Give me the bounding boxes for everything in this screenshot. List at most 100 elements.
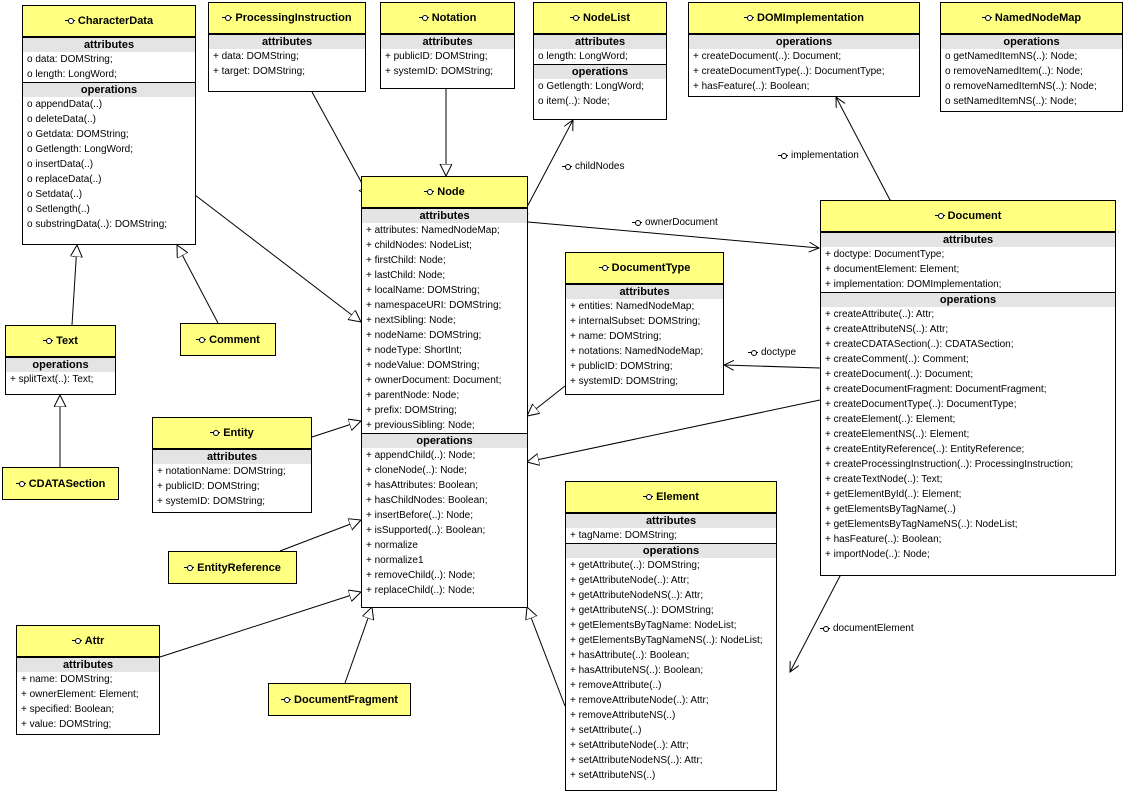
class-notation[interactable]: Notation attributes+ publicID: DOMString;… <box>380 2 515 89</box>
class-header: Entity <box>153 418 311 449</box>
class-icon <box>210 429 221 437</box>
class-icon <box>981 14 992 22</box>
operation-item: + getElementsByTagName(..) <box>825 504 956 515</box>
class-name: DocumentFragment <box>294 693 398 706</box>
attribute-item: + nodeType: ShortInt; <box>366 345 462 356</box>
association-icon <box>778 152 788 160</box>
gen-entityref-node <box>279 520 361 552</box>
class-icon <box>598 264 609 272</box>
attribute-item: + childNodes: NodeList; <box>366 240 472 251</box>
attribute-item: + internalSubset: DOMString; <box>570 316 701 327</box>
operation-item: o removeNamedItemNS(..): Node; <box>945 81 1097 92</box>
attribute-item: + notations: NamedNodeMap; <box>570 346 704 357</box>
operation-item: + createAttribute(..): Attr; <box>825 309 935 320</box>
operation-item: + createAttributeNS(..): Attr; <box>825 324 949 335</box>
attribute-item: + localName: DOMString; <box>366 285 480 296</box>
attribute-item: o data: DOMString; <box>27 54 113 65</box>
operations-section-title: operations <box>6 358 115 372</box>
label-doctype: doctype <box>748 347 796 358</box>
class-name: Node <box>437 186 465 198</box>
attribute-item: + previousSibling: Node; <box>366 420 475 431</box>
operation-item: + getAttributeNS(..): DOMString; <box>570 605 714 616</box>
class-documentfragment[interactable]: DocumentFragment <box>268 683 411 716</box>
operation-item: + createDocumentFragment: DocumentFragme… <box>825 384 1047 395</box>
operation-item: + createTextNode(..): Text; <box>825 474 943 485</box>
class-name: Element <box>656 491 699 503</box>
label-implementation: implementation <box>778 150 859 161</box>
operation-item: + createProcessingInstruction(..): Proce… <box>825 459 1074 470</box>
operation-item: + normalize1 <box>366 555 424 566</box>
operation-item: + appendChild(..): Node; <box>366 450 476 461</box>
class-icon <box>71 637 82 645</box>
gen-docfragment-node <box>344 607 372 684</box>
attribute-item: + notationName: DOMString; <box>157 466 286 477</box>
operation-item: o Setdata(..) <box>27 189 83 200</box>
label-documentelement: documentElement <box>820 623 914 634</box>
class-icon <box>643 493 654 501</box>
association-icon <box>632 219 642 227</box>
class-header: NodeList <box>534 3 666 34</box>
attribute-item: + publicID: DOMString; <box>570 361 673 372</box>
operation-item: o Getlength: LongWord; <box>538 81 644 92</box>
class-entityreference[interactable]: EntityReference <box>168 551 297 584</box>
operations-section: operations+ getAttribute(..): DOMString;… <box>566 543 776 783</box>
attribute-item: o length: LongWord; <box>27 69 117 80</box>
association-icon <box>820 625 830 633</box>
association-icon <box>748 349 758 357</box>
operation-item: o replaceData(..) <box>27 174 102 185</box>
operation-item: + setAttributeNodeNS(..): Attr; <box>570 755 703 766</box>
operation-item: + removeAttributeNS(..) <box>570 710 676 721</box>
class-name: DocumentType <box>611 262 691 274</box>
operations-section-title: operations <box>821 293 1115 307</box>
class-header: DOMImplementation <box>689 3 919 34</box>
attribute-item: + systemID: DOMString; <box>385 66 494 77</box>
attribute-item: + ownerElement: Element; <box>21 689 139 700</box>
class-cdatasection[interactable]: CDATASection <box>2 467 119 500</box>
operation-item: + hasAttribute(..): Boolean; <box>570 650 690 661</box>
class-header: DocumentType <box>566 253 723 284</box>
class-icon <box>64 17 75 25</box>
operations-section-title: operations <box>23 83 195 97</box>
class-comment[interactable]: Comment <box>180 323 276 356</box>
class-name: Notation <box>431 12 477 24</box>
class-icon <box>15 480 26 488</box>
attribute-item: + publicID: DOMString; <box>157 481 260 492</box>
operation-item: + createDocumentType(..): DocumentType; <box>825 399 1017 410</box>
class-icon <box>934 212 945 220</box>
class-header: DocumentFragment <box>269 684 410 715</box>
operation-item: + createEntityReference(..): EntityRefer… <box>825 444 1025 455</box>
operation-item: + isSupported(..): Boolean; <box>366 525 486 536</box>
operation-item: + createDocument(..): Document; <box>825 369 974 380</box>
class-header: Comment <box>181 324 275 355</box>
operation-item: o substringData(..): DOMString; <box>27 219 168 230</box>
attributes-section: attributes+ publicID: DOMString;+ system… <box>381 34 514 79</box>
attributes-section-title: attributes <box>153 450 311 464</box>
class-name: EntityReference <box>197 561 281 574</box>
attribute-item: + firstChild: Node; <box>366 255 446 266</box>
class-name: NamedNodeMap <box>994 12 1082 24</box>
attribute-item: + nextSibling: Node; <box>366 315 456 326</box>
class-icon <box>43 337 54 345</box>
attribute-item: + systemID: DOMString; <box>570 376 679 387</box>
attribute-item: + prefix: DOMString; <box>366 405 457 416</box>
class-header: Text <box>6 326 115 357</box>
operations-section-title: operations <box>534 65 666 79</box>
attribute-item: + parentNode: Node; <box>366 390 460 401</box>
attributes-section-title: attributes <box>362 209 527 223</box>
class-name: ProcessingInstruction <box>235 12 352 24</box>
operation-item: + hasFeature(..): Boolean; <box>825 534 942 545</box>
class-header: ProcessingInstruction <box>209 3 365 34</box>
